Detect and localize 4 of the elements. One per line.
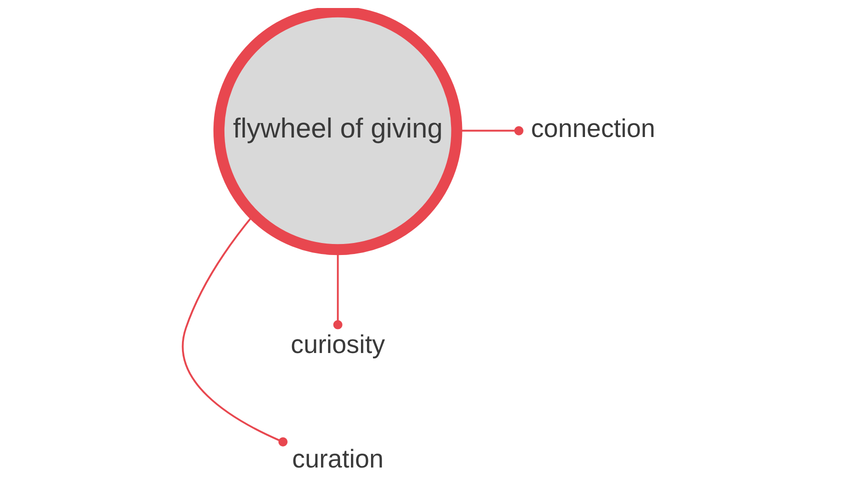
node-text: curiosity bbox=[290, 330, 384, 359]
node-text: connection bbox=[530, 115, 655, 144]
node-circle: flywheel of giving bbox=[212, 8, 462, 256]
node-text: curation bbox=[292, 446, 384, 474]
